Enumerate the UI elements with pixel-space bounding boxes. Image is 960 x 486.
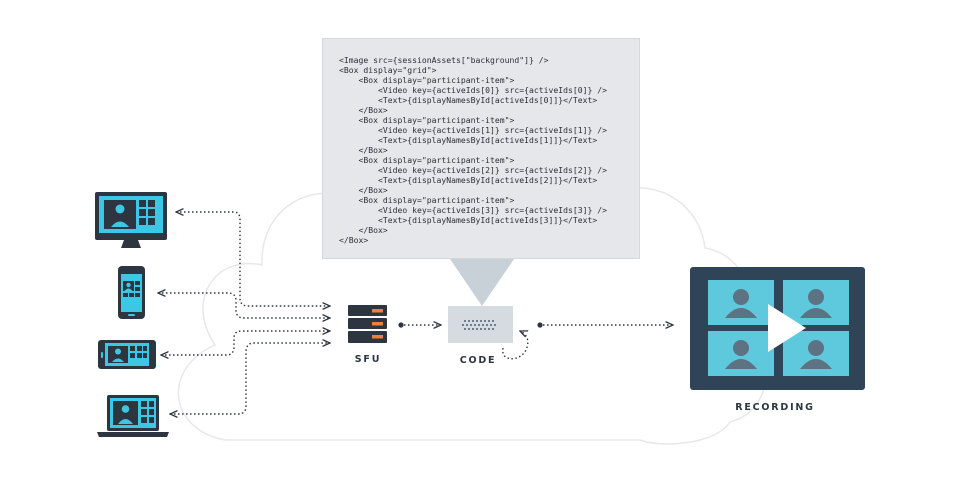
code-line: <Video key={activeIds[0]} src={activeIds… — [339, 85, 608, 95]
code-line: <Text>{displayNamesById[activeIds[0]]}</… — [339, 95, 598, 105]
tablet-icon — [98, 340, 156, 369]
play-icon — [768, 304, 806, 352]
code-line: </Box> — [339, 225, 388, 235]
code-line: <Image src={sessionAssets["background"]}… — [339, 55, 549, 65]
code-to-recording-connector — [537, 322, 673, 327]
code-line: <Box display="participant-item"> — [339, 75, 515, 85]
connector-phone — [158, 293, 330, 318]
code-device-icon — [448, 306, 513, 343]
loop-arrow-icon — [502, 331, 529, 360]
smartphone-icon — [118, 266, 145, 319]
code-line: <Video key={activeIds[3]} src={activeIds… — [339, 205, 608, 215]
code-line: </Box> — [339, 105, 388, 115]
recording-grid-icon — [690, 267, 865, 390]
code-label: CODE — [459, 355, 497, 366]
code-line: <Video key={activeIds[2]} src={activeIds… — [339, 165, 608, 175]
code-callout — [450, 259, 514, 306]
code-snippet: <Image src={sessionAssets["background"]}… — [339, 55, 639, 245]
sfu-to-code-connector — [398, 322, 441, 327]
code-line: <Box display="participant-item"> — [339, 195, 515, 205]
code-line: <Text>{displayNamesById[activeIds[1]]}</… — [339, 135, 598, 145]
code-line: </Box> — [339, 235, 369, 245]
code-panel: <Image src={sessionAssets["background"]}… — [322, 38, 640, 259]
connector-laptop — [170, 343, 330, 414]
code-line: <Box display="participant-item"> — [339, 115, 515, 125]
code-line: <Text>{displayNamesById[activeIds[3]]}</… — [339, 215, 598, 225]
sfu-label: SFU — [354, 354, 382, 365]
code-line: </Box> — [339, 145, 388, 155]
device-connectors — [158, 212, 330, 414]
code-line: </Box> — [339, 185, 388, 195]
code-line: <Video key={activeIds[1]} src={activeIds… — [339, 125, 608, 135]
recording-label: RECORDING — [735, 402, 815, 413]
code-line: <Box display="participant-item"> — [339, 155, 515, 165]
laptop-icon — [97, 395, 169, 437]
server-rack-icon — [348, 305, 387, 343]
desktop-monitor-icon — [95, 192, 167, 248]
code-line: <Text>{displayNamesById[activeIds[2]]}</… — [339, 175, 598, 185]
code-line: <Box display="grid"> — [339, 65, 437, 75]
